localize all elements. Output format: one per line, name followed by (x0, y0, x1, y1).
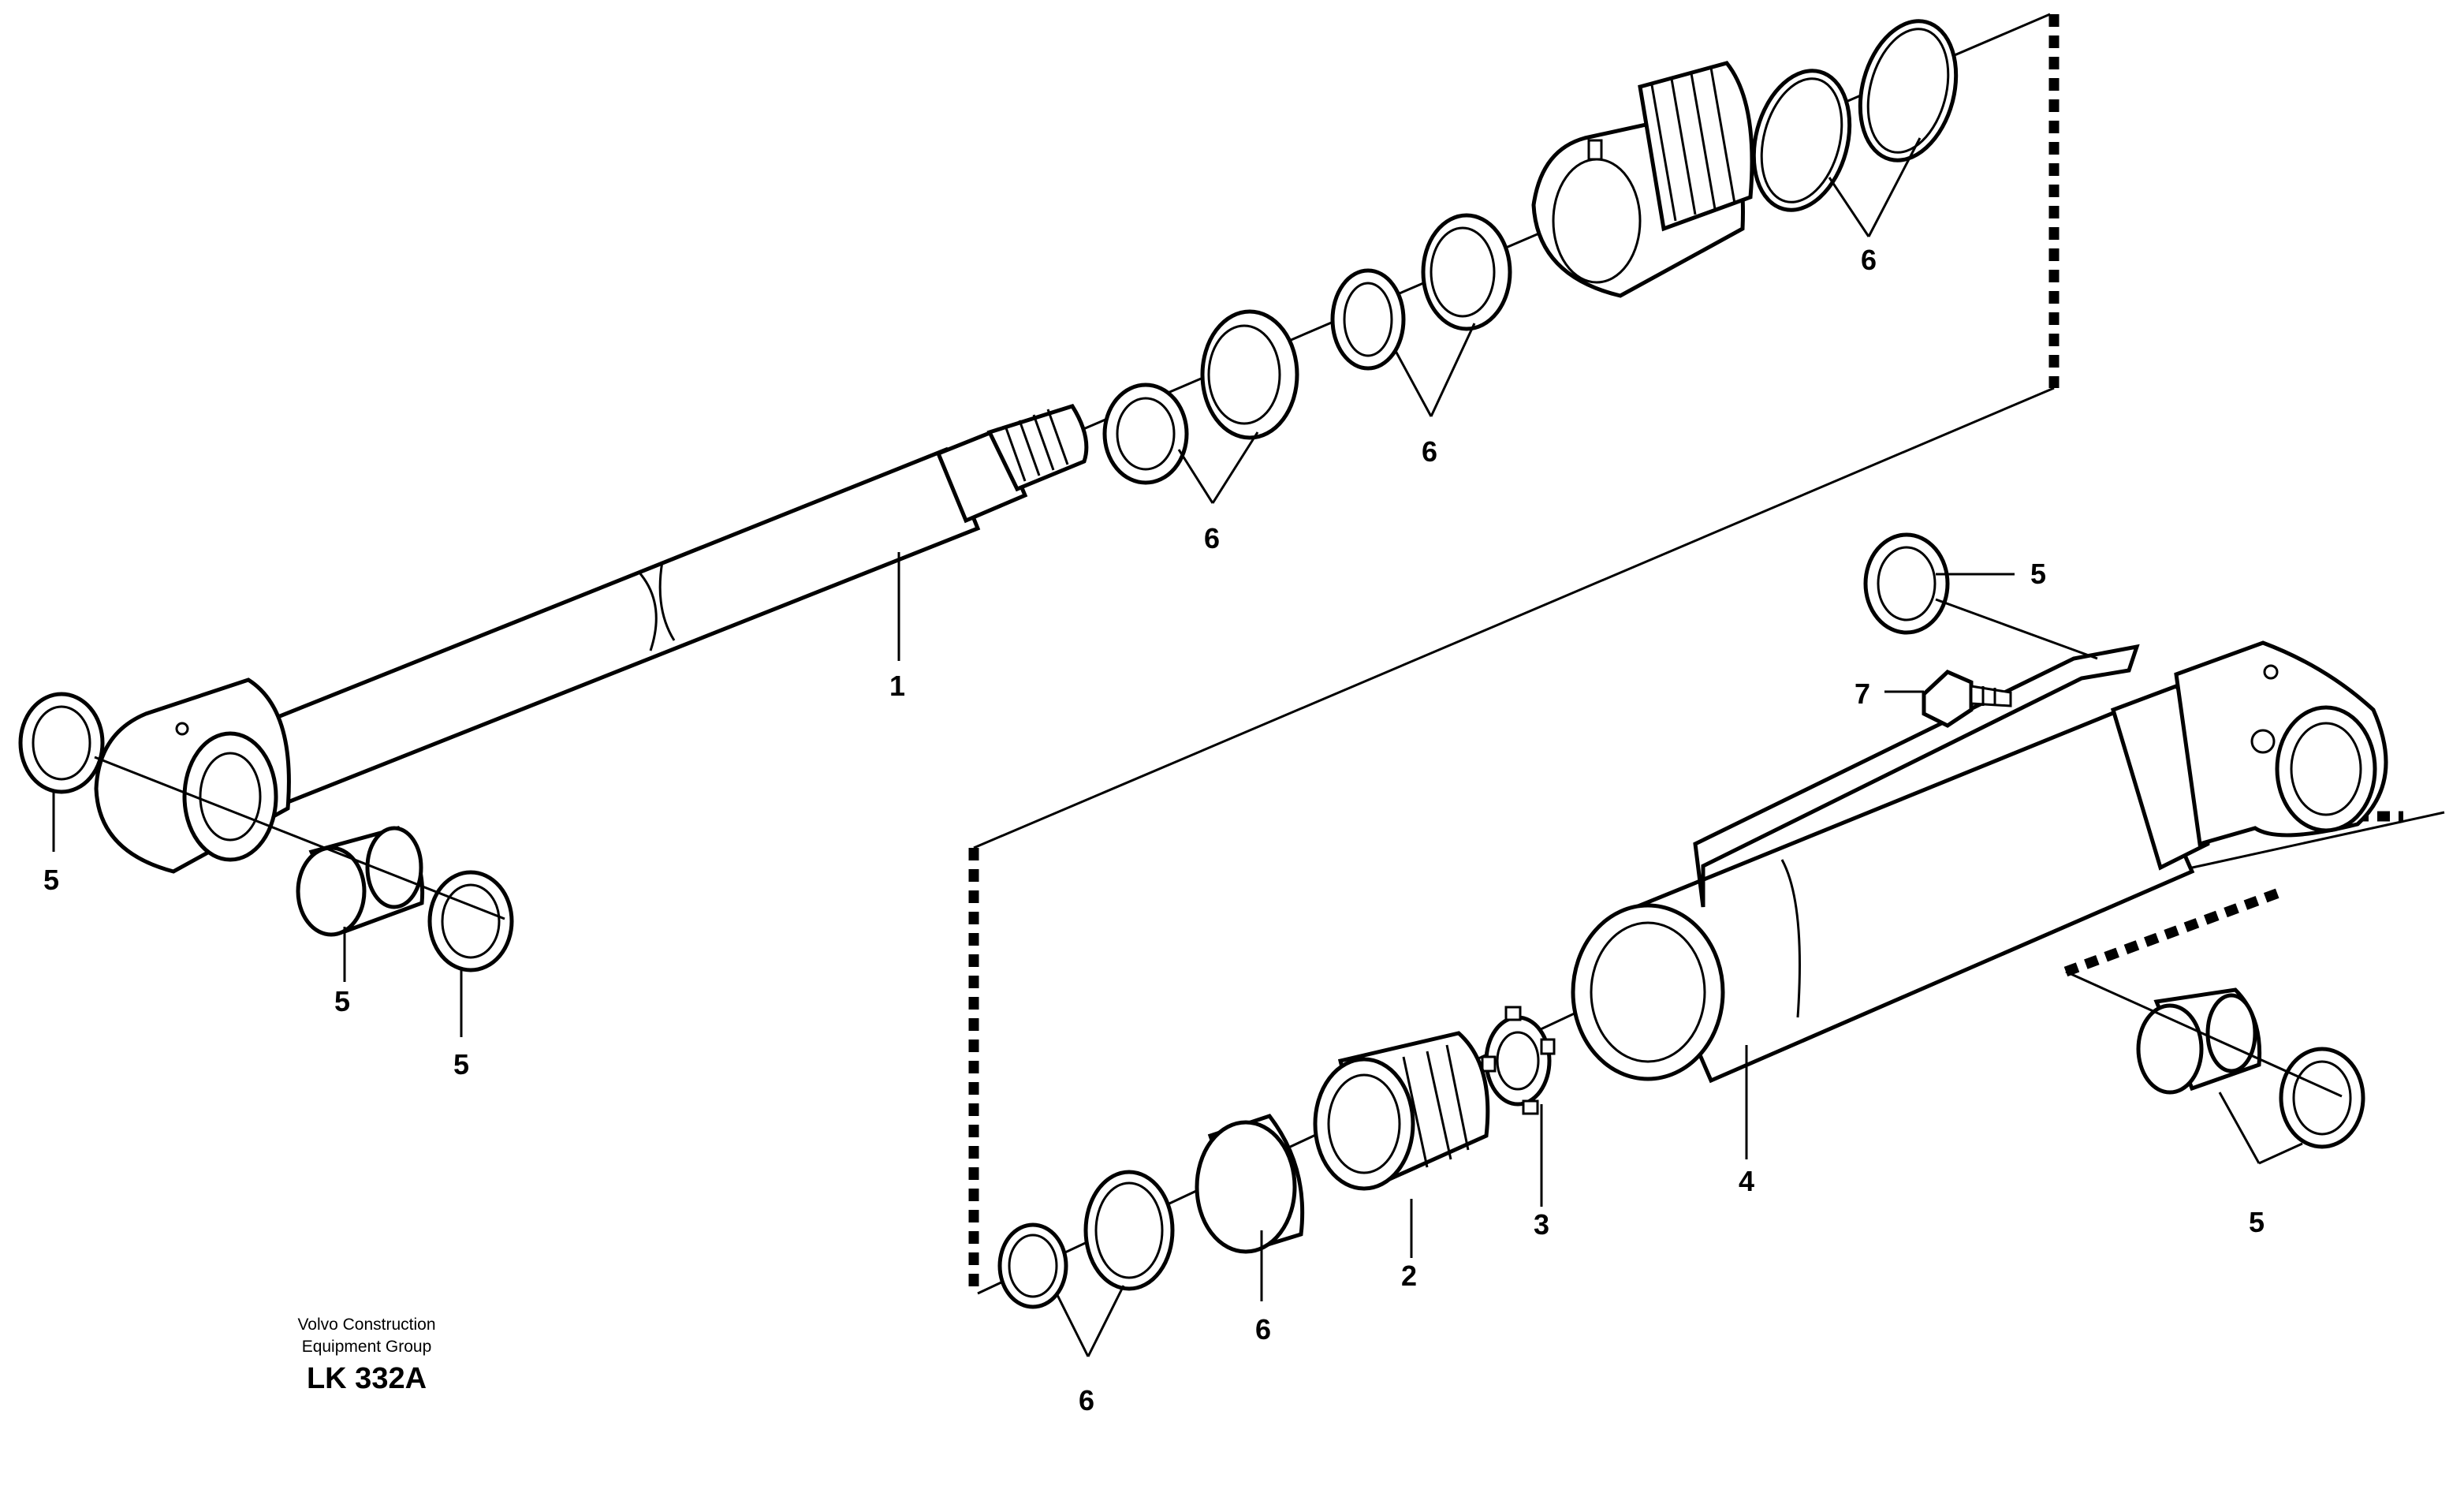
wear-ring (1421, 213, 1512, 331)
drawing-credit: Volvo Construction Equipment Group LK 33… (297, 1316, 435, 1395)
piston-nut (1481, 1006, 1556, 1115)
head-thread (1638, 61, 1754, 232)
rod-guide-ring (1200, 309, 1299, 440)
drawing-code: LK 332A (307, 1362, 427, 1395)
credit-line-2: Equipment Group (302, 1338, 432, 1356)
label-cylinder-tube: 4 (1739, 1165, 1754, 1197)
tube-base-eye (2174, 640, 2388, 847)
o-ring-inner (1858, 19, 1959, 162)
label-seal-kit-orings: 6 (1861, 244, 1877, 276)
label-rod: 1 (889, 670, 905, 702)
piston-seal-outer (1083, 1170, 1175, 1291)
cylinder-tube (1571, 640, 2388, 1084)
piston (1313, 1031, 1490, 1191)
label-seal-kit-rod: 6 (1204, 522, 1220, 554)
piston-rod (94, 404, 1089, 874)
piston-wear-ring (1195, 1114, 1305, 1254)
label-bushing-seal-eye-left: 5 (43, 864, 59, 896)
external-pipe (1693, 644, 2140, 908)
rod-eye (94, 677, 291, 874)
wiper-ring (1330, 268, 1406, 371)
o-ring-outer (1751, 69, 1852, 212)
rod-thread (1004, 409, 1069, 482)
cylinder-head (1531, 61, 1754, 298)
base-bushing (2136, 987, 2262, 1095)
label-piston: 2 (1401, 1260, 1417, 1292)
label-bushing-seal-eye-bushing: 5 (334, 985, 350, 1017)
label-valve: 7 (1855, 677, 1870, 710)
piston-seal-inner (997, 1222, 1068, 1309)
base-seal-bottom (2279, 1047, 2365, 1149)
eye-seal-left (18, 692, 105, 794)
label-nut: 3 (1534, 1208, 1549, 1241)
leader-lines (52, 137, 2303, 1357)
label-bushing-seal-eye-right: 5 (453, 1048, 469, 1081)
label-seal-kit-head: 6 (1422, 435, 1437, 468)
base-seal-top (1863, 532, 1950, 635)
label-seal-kit-piston: 6 (1255, 1313, 1271, 1346)
eye-seal-right (427, 870, 514, 972)
check-valve (1922, 670, 2012, 728)
label-bushing-seal-base-bottom: 5 (2249, 1206, 2265, 1238)
rod-seal-ring (1102, 383, 1189, 485)
piston-rod-assembly (18, 13, 2051, 972)
callout-labels: 1 6 6 6 5 5 5 5 7 4 3 2 6 6 5 (43, 244, 2265, 1416)
label-seal-kit-piston-rings: 6 (1079, 1384, 1094, 1416)
cylinder-tube-assembly (977, 532, 2445, 1309)
label-bushing-seal-base-top: 5 (2030, 558, 2046, 590)
credit-line-1: Volvo Construction (297, 1316, 435, 1334)
